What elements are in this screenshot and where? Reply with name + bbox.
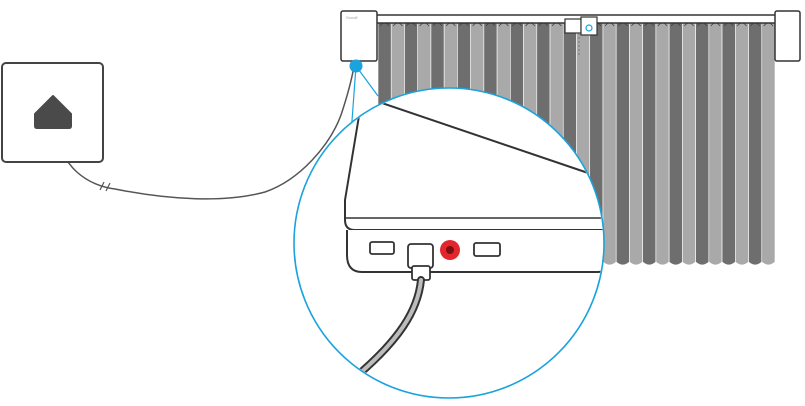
curtain-pleat <box>615 21 630 266</box>
curtain-pleat <box>708 21 723 266</box>
curtain-pleat <box>761 21 776 266</box>
callout-dot <box>349 59 363 73</box>
curtain-motor: Sonoff <box>340 10 378 62</box>
curtain-pleat <box>682 21 696 266</box>
port-right <box>473 242 501 257</box>
rail-end-cap <box>774 10 801 62</box>
curtain-pleat <box>695 21 710 266</box>
cable-break-mark <box>99 181 105 191</box>
curtain-pleat <box>602 21 617 266</box>
motor-box-enlarged <box>344 98 603 281</box>
cable-break-mark <box>105 182 111 192</box>
runner-carriage <box>564 16 598 55</box>
power-cable <box>57 65 355 200</box>
usb-c-plug <box>407 243 434 269</box>
rail <box>374 10 801 62</box>
curtain-pleat <box>748 21 763 266</box>
zoom-callout <box>293 59 605 399</box>
house-icon <box>34 95 72 129</box>
port-left <box>369 241 395 255</box>
curtain-pleat <box>655 21 670 266</box>
curtain-pleat <box>721 21 736 266</box>
curtain-pleat <box>668 21 683 266</box>
curtain-pleat <box>642 21 657 266</box>
curtain-pleat <box>735 21 749 266</box>
carriage-led-icon <box>585 24 593 32</box>
wall-socket <box>1 62 104 163</box>
curtain-pleat <box>629 21 643 266</box>
motor-brand-label: Sonoff <box>346 15 358 20</box>
